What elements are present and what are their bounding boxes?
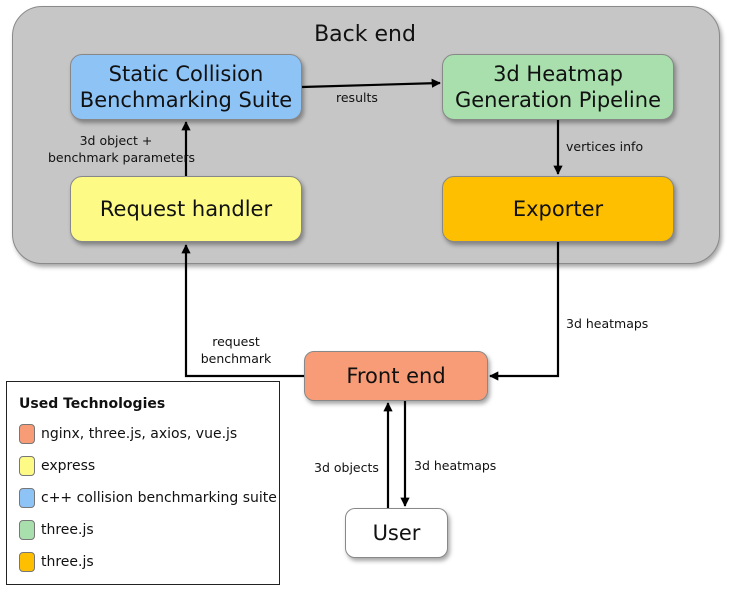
legend-swatch — [19, 488, 35, 508]
legend-item: three.js — [19, 520, 94, 540]
edge-label-results: results — [336, 90, 378, 105]
legend-item: express — [19, 456, 95, 476]
edge-results — [301, 78, 441, 89]
edge-label-object-params: 3d object + benchmark parameters — [48, 133, 195, 167]
legend-item-label: c++ collision benchmarking suite — [41, 490, 277, 506]
legend-item-label: express — [41, 458, 96, 474]
backend-title: Back end — [314, 22, 416, 47]
node-3d-heatmap-generation-pipeline: 3d Heatmap Generation Pipeline — [442, 54, 674, 120]
node-static-collision-benchmarking-suite: Static Collision Benchmarking Suite — [70, 54, 302, 120]
edge-label-object-params-line1: 3d object + — [79, 133, 153, 148]
node-heatmap-line2: Generation Pipeline — [454, 88, 661, 112]
node-user: User — [345, 508, 448, 558]
legend-item-label: three.js — [41, 522, 94, 538]
edge-heatmaps-to-front — [489, 242, 560, 381]
node-request-handler: Request handler — [70, 176, 302, 242]
edge-label-request-line2: benchmark — [200, 350, 272, 366]
legend-item-label: three.js — [41, 554, 94, 570]
legend-title: Used Technologies — [19, 396, 166, 412]
edge-label-objects-from-user: 3d objects — [314, 460, 379, 475]
legend-swatch — [19, 456, 35, 476]
node-static-line2: Benchmarking Suite — [79, 88, 293, 112]
edge-label-vertices-info: vertices info — [566, 139, 644, 154]
legend-item: c++ collision benchmarking suite — [19, 488, 277, 508]
edge-label-request-benchmark: request benchmark — [200, 334, 272, 368]
edge-label-object-params-line2: benchmark parameters — [48, 149, 196, 165]
edge-label-heatmaps-to-front: 3d heatmaps — [566, 316, 649, 331]
legend-box: Used Technologies nginx, three.js, axios… — [6, 381, 280, 585]
legend-item-label: nginx, three.js, axios, vue.js — [41, 426, 238, 442]
edge-request — [181, 244, 304, 378]
edge-label-request-line1: request — [212, 334, 260, 349]
node-heatmap-line1: 3d Heatmap — [493, 61, 623, 86]
node-static-line1: Static Collision — [108, 61, 264, 86]
legend-swatch — [19, 520, 35, 540]
node-front-end: Front end — [304, 351, 488, 401]
legend-swatch — [19, 552, 35, 572]
legend-item: three.js — [19, 552, 94, 572]
legend-swatch — [19, 424, 35, 444]
legend-item: nginx, three.js, axios, vue.js — [19, 424, 237, 444]
edge-label-heatmaps-to-user: 3d heatmaps — [414, 458, 497, 473]
node-exporter: Exporter — [442, 176, 674, 242]
